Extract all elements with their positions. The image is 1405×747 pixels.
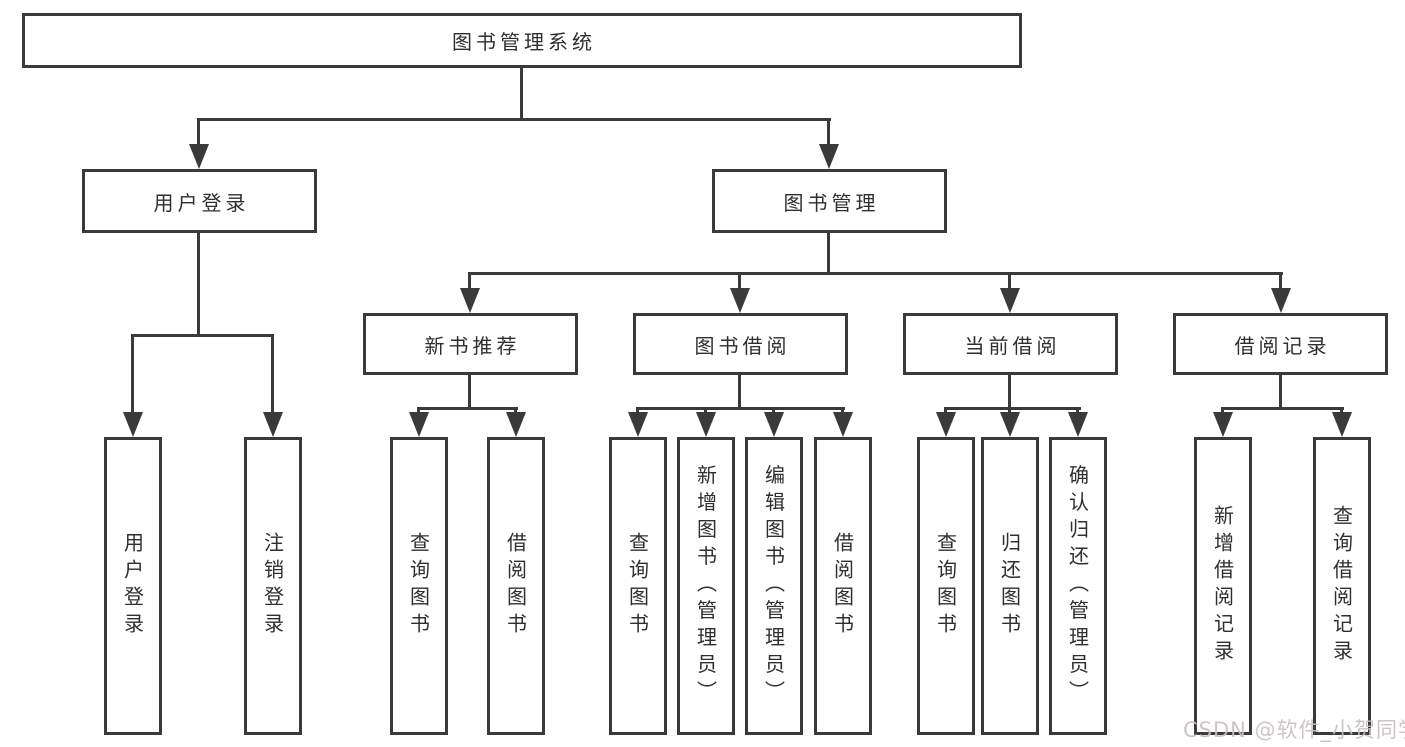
- connector-line: [468, 375, 471, 410]
- connector-line: [468, 272, 471, 292]
- connector-line: [417, 407, 420, 415]
- node-borrow-book-leaf: 借阅图书: [814, 437, 872, 735]
- node-label: 查询图书: [625, 532, 650, 640]
- connector-line: [1008, 272, 1011, 292]
- connector-line: [827, 118, 830, 148]
- arrow-down-icon: [819, 144, 839, 169]
- node-label: 查询借阅记录: [1329, 505, 1354, 667]
- node-edit-book-admin-leaf: 编辑图书（管理员）: [745, 437, 803, 735]
- node-logout-leaf: 注销登录: [244, 437, 302, 735]
- node-borrow-book-leaf: 借阅图书: [487, 437, 545, 735]
- connector-line: [841, 407, 844, 415]
- node-label: 借阅图书: [503, 532, 528, 640]
- connector-line: [944, 407, 1081, 410]
- connector-line: [514, 407, 517, 415]
- connector-line: [197, 233, 200, 337]
- node-new-book-recommend: 新书推荐: [363, 313, 578, 375]
- connector-line: [772, 407, 775, 415]
- node-user-login: 用户登录: [82, 169, 317, 233]
- node-confirm-return-admin-leaf: 确认归还（管理员）: [1049, 437, 1107, 735]
- arrow-down-icon: [936, 412, 956, 437]
- node-label: 确认归还（管理员）: [1065, 464, 1090, 708]
- node-add-book-admin-leaf: 新增图书（管理员）: [677, 437, 735, 735]
- connector-line: [520, 68, 523, 121]
- connector-line: [1221, 407, 1224, 415]
- node-book-management: 图书管理: [712, 169, 947, 233]
- connector-line: [1008, 407, 1011, 415]
- arrow-down-icon: [1271, 288, 1291, 313]
- arrow-down-icon: [628, 412, 648, 437]
- node-label: 借阅记录: [1234, 333, 1331, 358]
- connector-line: [468, 272, 1283, 275]
- node-label: 新增借阅记录: [1210, 505, 1235, 667]
- node-label: 图书管理: [783, 190, 880, 215]
- connector-line: [131, 334, 274, 337]
- node-query-book-leaf: 查询图书: [917, 437, 975, 735]
- connector-line: [1221, 407, 1344, 410]
- arrow-down-icon: [730, 288, 750, 313]
- arrow-down-icon: [409, 412, 429, 437]
- arrow-down-icon: [696, 412, 716, 437]
- arrow-down-icon: [189, 144, 209, 169]
- arrow-down-icon: [460, 288, 480, 313]
- node-current-borrow: 当前借阅: [903, 313, 1118, 375]
- connector-line: [197, 118, 200, 148]
- connector-line: [636, 407, 845, 410]
- arrow-down-icon: [1000, 412, 1020, 437]
- connector-line: [131, 334, 134, 416]
- connector-line: [1076, 407, 1079, 415]
- node-query-book-leaf: 查询图书: [390, 437, 448, 735]
- node-borrow-record: 借阅记录: [1173, 313, 1388, 375]
- node-add-borrow-record-leaf: 新增借阅记录: [1194, 437, 1252, 735]
- node-return-book-leaf: 归还图书: [981, 437, 1039, 735]
- connector-line: [944, 407, 947, 415]
- node-label: 新增图书（管理员）: [693, 464, 718, 708]
- node-book-borrow: 图书借阅: [633, 313, 848, 375]
- csdn-watermark: CSDN @软件_小贺同学: [1183, 718, 1405, 742]
- connector-line: [1279, 272, 1282, 292]
- arrow-down-icon: [506, 412, 526, 437]
- node-user-login-leaf: 用户登录: [104, 437, 162, 735]
- arrow-down-icon: [1000, 288, 1020, 313]
- node-label: 图书管理系统: [452, 30, 596, 54]
- arrow-down-icon: [1213, 412, 1233, 437]
- connector-line: [197, 118, 831, 121]
- node-root: 图书管理系统: [22, 13, 1022, 68]
- node-label: 借阅图书: [830, 532, 855, 640]
- connector-line: [636, 407, 639, 415]
- node-label: 查询图书: [933, 532, 958, 640]
- connector-line: [827, 233, 830, 275]
- connector-line: [738, 272, 741, 292]
- node-label: 查询图书: [406, 532, 431, 640]
- arrow-down-icon: [1332, 412, 1352, 437]
- arrow-down-icon: [123, 412, 143, 437]
- node-label: 注销登录: [260, 532, 285, 640]
- node-query-book-leaf: 查询图书: [609, 437, 667, 735]
- arrow-down-icon: [263, 412, 283, 437]
- arrow-down-icon: [764, 412, 784, 437]
- node-label: 归还图书: [997, 532, 1022, 640]
- node-label: 用户登录: [120, 532, 145, 640]
- connector-line: [704, 407, 707, 415]
- connector-line: [1340, 407, 1343, 415]
- arrow-down-icon: [1068, 412, 1088, 437]
- node-query-borrow-record-leaf: 查询借阅记录: [1313, 437, 1371, 735]
- connector-line: [738, 375, 741, 410]
- node-label: 用户登录: [153, 190, 250, 215]
- connector-line: [1279, 375, 1282, 410]
- node-label: 当前借阅: [964, 333, 1061, 358]
- connector-line: [417, 407, 518, 410]
- connector-line: [1008, 375, 1011, 410]
- connector-line: [271, 334, 274, 416]
- arrow-down-icon: [833, 412, 853, 437]
- node-label: 新书推荐: [424, 333, 521, 358]
- node-label: 编辑图书（管理员）: [761, 464, 786, 708]
- node-label: 图书借阅: [694, 333, 791, 358]
